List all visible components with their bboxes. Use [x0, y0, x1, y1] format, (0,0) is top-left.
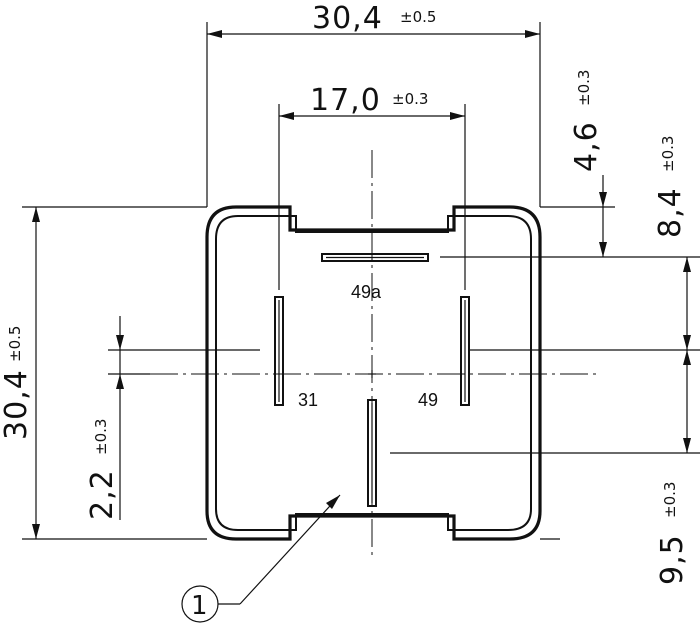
dimension-left-small-value: 2,2 — [85, 469, 120, 520]
dimension-left-height-tol: ±0.5 — [6, 326, 24, 362]
dimension-offset-right-top-value: 4,6 — [569, 121, 604, 172]
dimension-offset-right-bottom-value: 9,5 — [655, 534, 690, 585]
dimension-top-width-value: 30,4 — [312, 1, 383, 36]
pin-label-49: 49 — [418, 390, 438, 410]
dimension-offset-right-mid: 8,4 ±0.3 — [653, 136, 691, 350]
pin-label-31: 31 — [298, 390, 318, 410]
dimension-pin-spacing-value: 17,0 — [310, 83, 381, 118]
dimension-left-small-tol: ±0.3 — [92, 419, 110, 455]
dimension-top-width: 30,4 ±0.5 — [206, 1, 541, 207]
dimension-left-height: 30,4 ±0.5 — [0, 206, 207, 540]
right-extension-lines — [390, 206, 700, 540]
dimension-offset-right-bottom: 9,5 ±0.3 — [655, 350, 691, 585]
dimension-offset-right-mid-tol: ±0.3 — [659, 136, 677, 172]
pin-49a — [321, 253, 429, 262]
relay-housing — [205, 205, 542, 541]
dimension-offset-right-top-tol: ±0.3 — [575, 70, 593, 106]
dimension-top-width-tol: ±0.5 — [400, 8, 436, 26]
pin-49 — [460, 296, 470, 406]
dimension-offset-right-mid-value: 8,4 — [653, 187, 688, 238]
callout-1: 1 — [181, 494, 341, 623]
dimension-left-height-value: 30,4 — [0, 369, 34, 440]
dimension-offset-right-top: 4,6 ±0.3 — [569, 70, 607, 257]
dimension-offset-right-bottom-tol: ±0.3 — [661, 482, 679, 518]
dimension-pin-spacing-tol: ±0.3 — [392, 90, 428, 108]
dimension-pin-spacing: 17,0 ±0.3 — [278, 83, 466, 290]
callout-1-label: 1 — [191, 591, 208, 621]
dimension-left-small: 2,2 ±0.3 — [85, 316, 260, 520]
pin-87 — [367, 399, 377, 507]
pin-label-49a: 49a — [351, 282, 382, 302]
pin-31 — [274, 296, 284, 406]
